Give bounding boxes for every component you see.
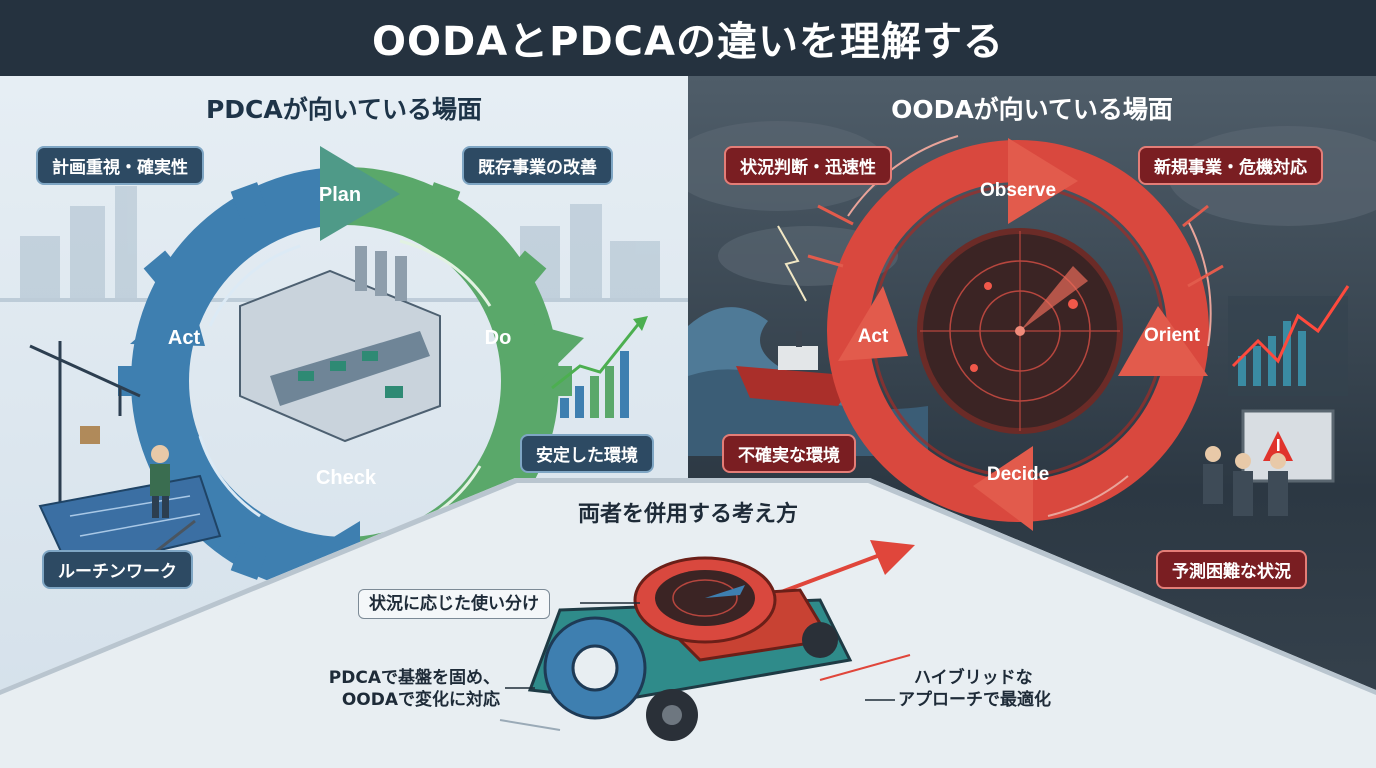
ooda-tag-new-business: 新規事業・危機対応 [1138, 146, 1323, 185]
do-arrow-icon [488, 312, 584, 401]
lightning-icon [777, 225, 807, 302]
combined-note-foundation-line1: PDCAで基盤を固め、 [328, 668, 500, 688]
pdca-do-label: Do [485, 327, 512, 349]
pdca-act-label: Act [168, 327, 201, 349]
volatility-chart-icon [1228, 285, 1350, 396]
combined-note-usage: 状況に応じた使い分け [358, 589, 550, 620]
combined-note-hybrid: ハイブリッドな アプローチで最適化 [898, 667, 1108, 711]
ooda-tag-uncertain: 不確実な環境 [722, 434, 856, 473]
growth-bar-chart-icon [551, 316, 648, 418]
act-arrow-icon [838, 286, 908, 361]
header-bar: OODAとPDCAの違いを理解する [0, 0, 1376, 76]
ooda-orient-label: Orient [1144, 325, 1201, 346]
orient-arrow-icon [1118, 306, 1208, 376]
ooda-tag-unpredictable: 予測困難な状況 [1156, 550, 1307, 589]
ooda-tag-speed: 状況判断・迅速性 [724, 146, 892, 185]
pdca-section-title: PDCAが向いている場面 [205, 95, 483, 124]
ooda-observe-label: Observe [980, 180, 1056, 201]
pdca-tag-routine: ルーチンワーク [42, 550, 193, 589]
ooda-act-label: Act [858, 326, 889, 347]
act-arrow-icon [130, 291, 205, 346]
pdca-tag-planning: 計画重視・確実性 [36, 146, 204, 185]
pdca-tag-improvement: 既存事業の改善 [462, 146, 613, 185]
workers-icon [1203, 446, 1288, 516]
warning-screen-icon [1241, 409, 1335, 483]
pdca-panel: Plan Do Check Act PDCAが向いている場面 計画重視・確実性 … [0, 76, 688, 768]
radar-icon [917, 228, 1123, 434]
plan-arrow-icon [320, 146, 400, 241]
ooda-panel: Observe Orient Decide Act OODAが向いている場面 状… [688, 76, 1376, 768]
combined-note-hybrid-line1: ハイブリッドな [914, 668, 1033, 688]
page-title: OODAとPDCAの違いを理解する [372, 19, 1004, 65]
pdca-tag-stable: 安定した環境 [520, 434, 654, 473]
combined-note-foundation: PDCAで基盤を固め、 OODAで変化に対応 [290, 667, 500, 711]
combined-note-hybrid-line2: アプローチで最適化 [898, 690, 1051, 711]
combined-section-title: 両者を併用する考え方 [577, 502, 798, 527]
ship-icon [736, 331, 858, 406]
ooda-decide-label: Decide [987, 464, 1049, 485]
observe-arrow-icon [1008, 138, 1078, 224]
pdca-check-label: Check [316, 467, 377, 489]
combined-note-foundation-line2: OODAで変化に対応 [341, 690, 500, 711]
ooda-section-title: OODAが向いている場面 [891, 95, 1173, 124]
pdca-plan-label: Plan [319, 184, 361, 206]
pressure-arrows-icon [807, 204, 1224, 288]
factory-icon [239, 246, 441, 443]
